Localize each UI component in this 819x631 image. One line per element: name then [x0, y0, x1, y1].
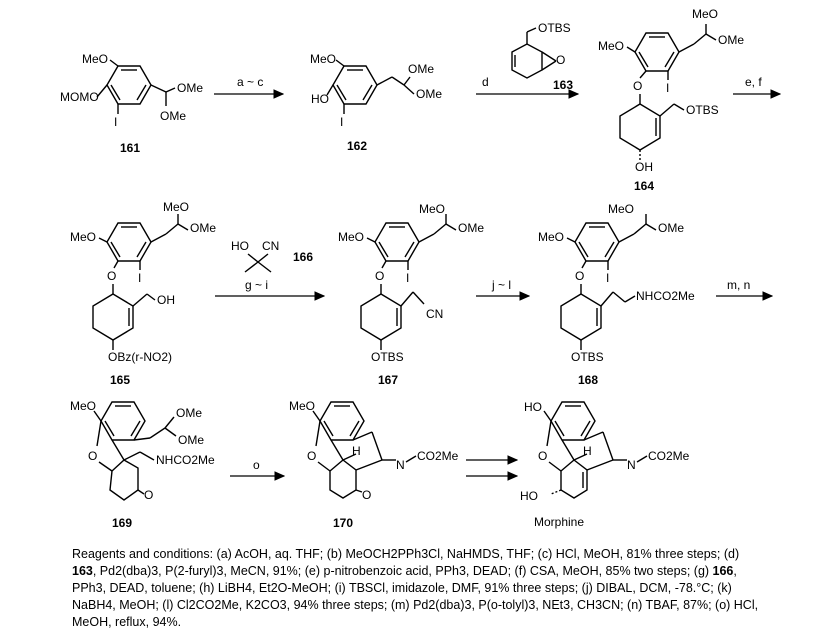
svg-text:167: 167 [378, 373, 398, 387]
svg-text:OMe: OMe [458, 221, 484, 235]
reagents-caption: Reagents and conditions: (a) AcOH, aq. T… [72, 547, 759, 629]
svg-text:OBz(r-NO2): OBz(r-NO2) [108, 350, 172, 364]
svg-text:OMe: OMe [177, 81, 203, 95]
svg-text:MeO: MeO [70, 230, 96, 244]
svg-text:NHCO2Me: NHCO2Me [636, 289, 695, 303]
svg-text:j ~ l: j ~ l [491, 278, 511, 292]
compound-166: HO CN 166 [231, 239, 313, 273]
svg-text:OMe: OMe [190, 221, 216, 235]
svg-text:MeO: MeO [538, 230, 564, 244]
svg-text:Morphine: Morphine [534, 515, 584, 529]
svg-text:O: O [88, 449, 97, 463]
compound-162: MeO HO I OMe OMe 162 [310, 52, 442, 153]
svg-text:CO2Me: CO2Me [648, 449, 690, 463]
svg-text:I: I [340, 115, 343, 129]
svg-text:OTBS: OTBS [371, 350, 404, 364]
svg-text:HO: HO [311, 92, 329, 106]
svg-text:m, n: m, n [727, 278, 750, 292]
svg-text:169: 169 [112, 516, 132, 530]
svg-text:CN: CN [262, 239, 279, 253]
svg-text:OMe: OMe [718, 33, 744, 47]
svg-text:OMe: OMe [176, 406, 202, 420]
svg-text:MeO: MeO [419, 202, 445, 216]
svg-text:HO: HO [231, 239, 249, 253]
svg-text:OMe: OMe [408, 62, 434, 76]
svg-text:161: 161 [120, 141, 140, 155]
compound-163: OTBS O 163 [511, 21, 573, 92]
svg-text:O: O [362, 488, 371, 502]
svg-text:170: 170 [333, 516, 353, 530]
svg-text:HO: HO [520, 489, 538, 503]
svg-text:HO: HO [524, 400, 542, 414]
svg-text:165: 165 [110, 373, 130, 387]
svg-text:OTBS: OTBS [538, 21, 571, 35]
svg-text:OH: OH [635, 160, 653, 174]
svg-text:H: H [583, 444, 592, 458]
svg-text:a ~ c: a ~ c [237, 75, 263, 89]
svg-text:O: O [556, 53, 565, 67]
compound-164: MeO I MeO OMe O OTBS OH 164 [598, 7, 744, 193]
svg-text:e, f: e, f [745, 75, 762, 89]
svg-text:163: 163 [553, 78, 573, 92]
svg-text:d: d [482, 75, 489, 89]
svg-text:OMe: OMe [416, 87, 442, 101]
compound-165: MeO I MeO OMe O OH OBz(r-NO2) 165 [70, 200, 216, 387]
svg-text:O: O [144, 488, 153, 502]
svg-text:g ~ i: g ~ i [245, 278, 268, 292]
svg-text:OTBS: OTBS [571, 350, 604, 364]
compound-169: MeO O OMe OMe NHCO2Me O 169 [70, 399, 215, 530]
svg-text:I: I [666, 81, 669, 95]
svg-text:MeO: MeO [608, 202, 634, 216]
svg-text:MeO: MeO [82, 52, 108, 66]
svg-text:MeO: MeO [692, 7, 718, 21]
svg-text:164: 164 [634, 179, 654, 193]
svg-text:OMe: OMe [658, 221, 684, 235]
svg-text:O: O [375, 269, 384, 283]
compound-168: MeO I MeO OMe O NHCO2Me OTBS 168 [538, 202, 695, 387]
svg-text:MeO: MeO [289, 399, 315, 413]
svg-text:166: 166 [293, 250, 313, 264]
svg-text:N: N [396, 458, 405, 472]
svg-text:O: O [575, 269, 584, 283]
svg-text:I: I [606, 271, 609, 285]
svg-text:OMe: OMe [160, 109, 186, 123]
svg-text:168: 168 [578, 373, 598, 387]
compound-morphine: HO O H N CO2Me HO Morphine [520, 400, 690, 529]
svg-text:OMe: OMe [178, 433, 204, 447]
svg-text:O: O [633, 79, 642, 93]
svg-text:MeO: MeO [598, 39, 624, 53]
svg-text:I: I [406, 271, 409, 285]
svg-text:I: I [138, 271, 141, 285]
synthesis-scheme: MeO MOMO I OMe OMe 161 a ~ c MeO HO I OM… [60, 7, 782, 530]
svg-text:OH: OH [157, 293, 175, 307]
svg-text:MeO: MeO [163, 200, 189, 214]
svg-text:I: I [114, 115, 117, 129]
svg-text:N: N [627, 458, 636, 472]
svg-text:O: O [107, 269, 116, 283]
svg-text:NHCO2Me: NHCO2Me [156, 453, 215, 467]
svg-text:MeO: MeO [338, 230, 364, 244]
svg-text:CN: CN [426, 307, 443, 321]
compound-170: MeO O H N CO2Me O 170 [289, 399, 459, 530]
svg-text:162: 162 [347, 139, 367, 153]
compound-167: MeO I MeO OMe O CN OTBS 167 [338, 202, 484, 387]
svg-text:O: O [307, 449, 316, 463]
svg-text:H: H [352, 444, 361, 458]
svg-text:CO2Me: CO2Me [417, 449, 459, 463]
svg-text:o: o [253, 458, 260, 472]
svg-text:MeO: MeO [310, 52, 336, 66]
svg-text:MOMO: MOMO [60, 90, 99, 104]
svg-text:OTBS: OTBS [686, 103, 719, 117]
compound-161: MeO MOMO I OMe OMe 161 [60, 52, 203, 155]
svg-text:O: O [538, 449, 547, 463]
svg-text:MeO: MeO [70, 399, 96, 413]
